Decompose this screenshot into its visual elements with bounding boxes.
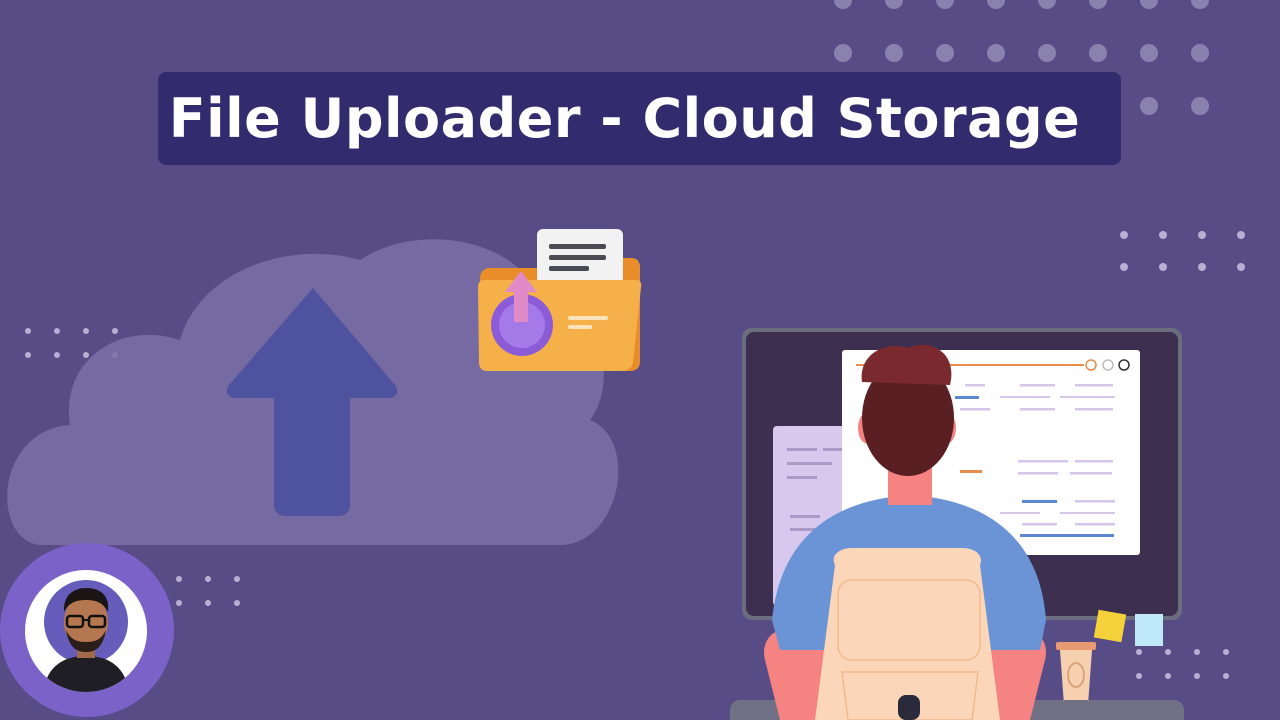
decorative-dot — [234, 600, 240, 606]
decorative-dot — [1120, 231, 1128, 239]
decorative-dot — [25, 328, 31, 334]
decorative-dot — [1237, 231, 1245, 239]
decorative-dot — [1223, 673, 1229, 679]
decorative-dot — [54, 328, 60, 334]
decorative-dot — [234, 576, 240, 582]
upload-arrow-icon — [226, 288, 398, 516]
sticky-notes — [1093, 609, 1163, 646]
decorative-dot — [1140, 0, 1158, 9]
decorative-dot — [54, 352, 60, 358]
decorative-dot — [834, 44, 852, 62]
decorative-dot — [936, 0, 954, 9]
title-banner: File Uploader - Cloud Storage — [158, 72, 1121, 165]
decorative-dot — [1089, 44, 1107, 62]
decorative-dot — [1191, 97, 1209, 115]
decorative-dot — [83, 328, 89, 334]
decorative-dot — [834, 0, 852, 9]
decorative-dot — [987, 0, 1005, 9]
folder-upload-icon — [478, 229, 642, 371]
decorative-dot — [176, 600, 182, 606]
decorative-dot — [1089, 0, 1107, 9]
decorative-dot — [112, 328, 118, 334]
decorative-dot — [176, 576, 182, 582]
decorative-dot — [1237, 263, 1245, 271]
decorative-dot — [1120, 263, 1128, 271]
decorative-dot — [1191, 44, 1209, 62]
decorative-dot — [1140, 97, 1158, 115]
decorative-dot — [1136, 673, 1142, 679]
person-at-computer — [764, 344, 1046, 720]
decorative-dot — [1136, 649, 1142, 655]
decorative-dot — [885, 44, 903, 62]
decorative-dot — [205, 600, 211, 606]
decorative-dot — [205, 576, 211, 582]
decorative-dot — [1165, 673, 1171, 679]
decorative-dot — [1159, 231, 1167, 239]
decorative-dot — [1191, 0, 1209, 9]
decorative-dot — [25, 352, 31, 358]
decorative-dot — [1194, 649, 1200, 655]
decorative-dot — [936, 44, 954, 62]
decorative-dot — [1194, 673, 1200, 679]
decorative-dot — [83, 352, 89, 358]
decorative-dot — [1159, 263, 1167, 271]
decorative-dot — [1140, 44, 1158, 62]
decorative-dot — [885, 0, 903, 9]
decorative-dot — [1198, 263, 1206, 271]
decorative-dot — [1038, 0, 1056, 9]
decorative-dot — [1165, 649, 1171, 655]
decorative-dot — [1038, 44, 1056, 62]
coffee-cup-icon — [1056, 642, 1096, 705]
decorative-dot — [987, 44, 1005, 62]
page-title: File Uploader - Cloud Storage — [168, 87, 1081, 150]
decorative-dot — [1198, 231, 1206, 239]
decorative-dot — [1223, 649, 1229, 655]
presenter-avatar — [25, 570, 147, 692]
